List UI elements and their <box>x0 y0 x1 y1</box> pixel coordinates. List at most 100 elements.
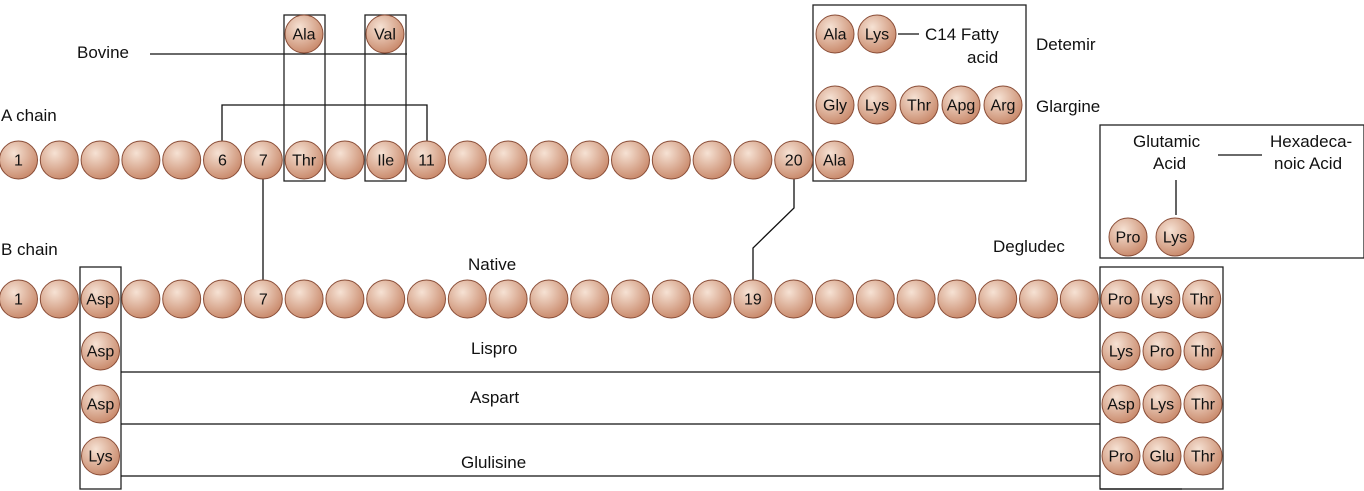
b-chain-residue <box>937 279 977 319</box>
b-chain-residue <box>855 279 895 319</box>
a-chain-residue <box>325 140 365 180</box>
a-chain-residue-label: Ala <box>823 153 846 170</box>
a-chain-residue <box>651 140 691 180</box>
b-chain-residue <box>39 279 79 319</box>
b-chain-residue <box>162 279 202 319</box>
bovine-residue-ala-label: Ala <box>292 27 315 44</box>
a-chain-residue: 6 <box>203 140 242 180</box>
b-chain-residue <box>447 279 487 319</box>
b-chain-residue <box>325 279 365 319</box>
glulisine-label: Glulisine <box>461 453 526 472</box>
b-chain-label: B chain <box>1 240 58 259</box>
a-chain-residue-label: 6 <box>218 153 227 170</box>
lispro-end-residue-label: Pro <box>1150 344 1175 361</box>
aspart-end-residue-label: Asp <box>1107 397 1135 414</box>
detemir-label: Detemir <box>1036 35 1096 54</box>
detemir-residue: Ala <box>815 14 855 54</box>
glargine-residue: Apg <box>941 85 981 125</box>
glargine-residue: Arg <box>983 85 1023 125</box>
b-chain-residue <box>815 279 854 319</box>
c14-fatty-acid-label-line1: C14 Fatty <box>925 25 999 44</box>
bovine-label: Bovine <box>77 43 129 62</box>
hexadecanoic-acid-label-line2: noic Acid <box>1274 154 1342 173</box>
a-chain-residue <box>692 140 732 180</box>
glulisine-b28-residue-label: Lys <box>88 449 112 466</box>
a-chain-residue-label: 1 <box>14 153 23 170</box>
aspart-label: Aspart <box>470 388 519 407</box>
a-chain-residue-label: 7 <box>259 153 268 170</box>
aspart-end-residue: Asp <box>1101 384 1141 424</box>
a-chain-residue: Ala <box>815 140 854 180</box>
lispro-end-residue: Pro <box>1142 331 1182 371</box>
aspart-end-residue: Lys <box>1142 384 1182 424</box>
glulisine-end-residue-label: Thr <box>1191 449 1216 466</box>
connector-lines <box>79 4 1364 490</box>
degludec-residue: Lys <box>1155 217 1195 257</box>
b-chain-residue: 7 <box>243 279 283 319</box>
glulisine-end-residue-label: Pro <box>1109 449 1134 466</box>
detemir-residue-label: Lys <box>865 27 889 44</box>
b-chain-residue-label: Lys <box>1149 292 1173 309</box>
b-chain-residue <box>1019 279 1058 319</box>
bovine-residue-val: Val <box>365 14 405 54</box>
detemir-residue-label: Ala <box>823 27 846 44</box>
lispro-end-residue: Thr <box>1183 331 1223 371</box>
a-chain-residue <box>447 140 487 180</box>
lispro-label: Lispro <box>471 339 517 358</box>
aspart-b28-residue-label: Asp <box>87 397 115 414</box>
b-chain-residue <box>896 279 936 319</box>
b-chain-residue <box>366 279 406 319</box>
glargine-residue-label: Gly <box>823 98 847 115</box>
glargine-residue-label: Thr <box>907 98 932 115</box>
a-chain-residue <box>733 140 773 180</box>
glulisine-end-residue: Thr <box>1183 436 1223 476</box>
glargine-residue-label: Lys <box>865 98 889 115</box>
lispro-end-residue: Lys <box>1101 331 1141 371</box>
a-chain-residue: Ile <box>366 140 406 180</box>
b-chain-residue: Thr <box>1182 279 1222 319</box>
b-chain-residue <box>488 279 528 319</box>
detemir-glargine-box <box>812 4 1027 182</box>
lispro-end-residue-label: Lys <box>1109 344 1133 361</box>
degludec-residue-label: Pro <box>1116 230 1141 247</box>
degludec-residue: Pro <box>1108 217 1148 257</box>
a-chain-residue: Thr <box>284 140 324 180</box>
glulisine-end-residue: Glu <box>1142 436 1182 476</box>
a-chain-residue <box>80 140 120 180</box>
b-chain-residue-label: Asp <box>86 292 114 309</box>
aspart-end-residue: Thr <box>1183 384 1223 424</box>
b-chain-residue: 19 <box>733 279 773 319</box>
b-chain-residue-label: Pro <box>1108 292 1133 309</box>
glutamic-acid-label-line1: Glutamic <box>1133 132 1201 151</box>
lispro-end-residue-label: Thr <box>1191 344 1216 361</box>
a-chain-residue <box>39 140 79 180</box>
a-chain-residue <box>611 140 650 180</box>
b-chain-residue <box>203 279 242 319</box>
a-chain-residue: 11 <box>407 140 446 180</box>
a-chain-residue <box>121 140 161 180</box>
b28-variant-box <box>79 266 122 490</box>
a-chain-residue: 7 <box>243 140 283 180</box>
b-chain-residue <box>774 279 814 319</box>
b-chain-residue: Pro <box>1100 279 1140 319</box>
b-chain-residue-label: 19 <box>744 292 762 309</box>
degludec-label: Degludec <box>993 237 1065 256</box>
native-label: Native <box>468 255 516 274</box>
b-chain-residue <box>529 279 569 319</box>
bovine-residue-val-label: Val <box>374 27 396 44</box>
b-chain-residue <box>651 279 691 319</box>
degludec-residue-label: Lys <box>1163 230 1187 247</box>
aspart-end-residue-label: Thr <box>1191 397 1216 414</box>
c14-fatty-acid-label-line2: acid <box>967 48 998 67</box>
b-chain-residue: Asp <box>80 279 120 319</box>
lispro-b28-residue: Asp <box>81 331 120 371</box>
b-chain-residue <box>407 279 446 319</box>
a-chain-residue <box>529 140 569 180</box>
a-chain-residue: 20 <box>774 140 814 180</box>
b-chain-residue <box>611 279 650 319</box>
glargine-residue: Lys <box>857 85 897 125</box>
b-chain-residue <box>1059 279 1099 319</box>
b-chain-residue: 1 <box>0 279 38 319</box>
a-chain-residue: 1 <box>0 140 38 180</box>
